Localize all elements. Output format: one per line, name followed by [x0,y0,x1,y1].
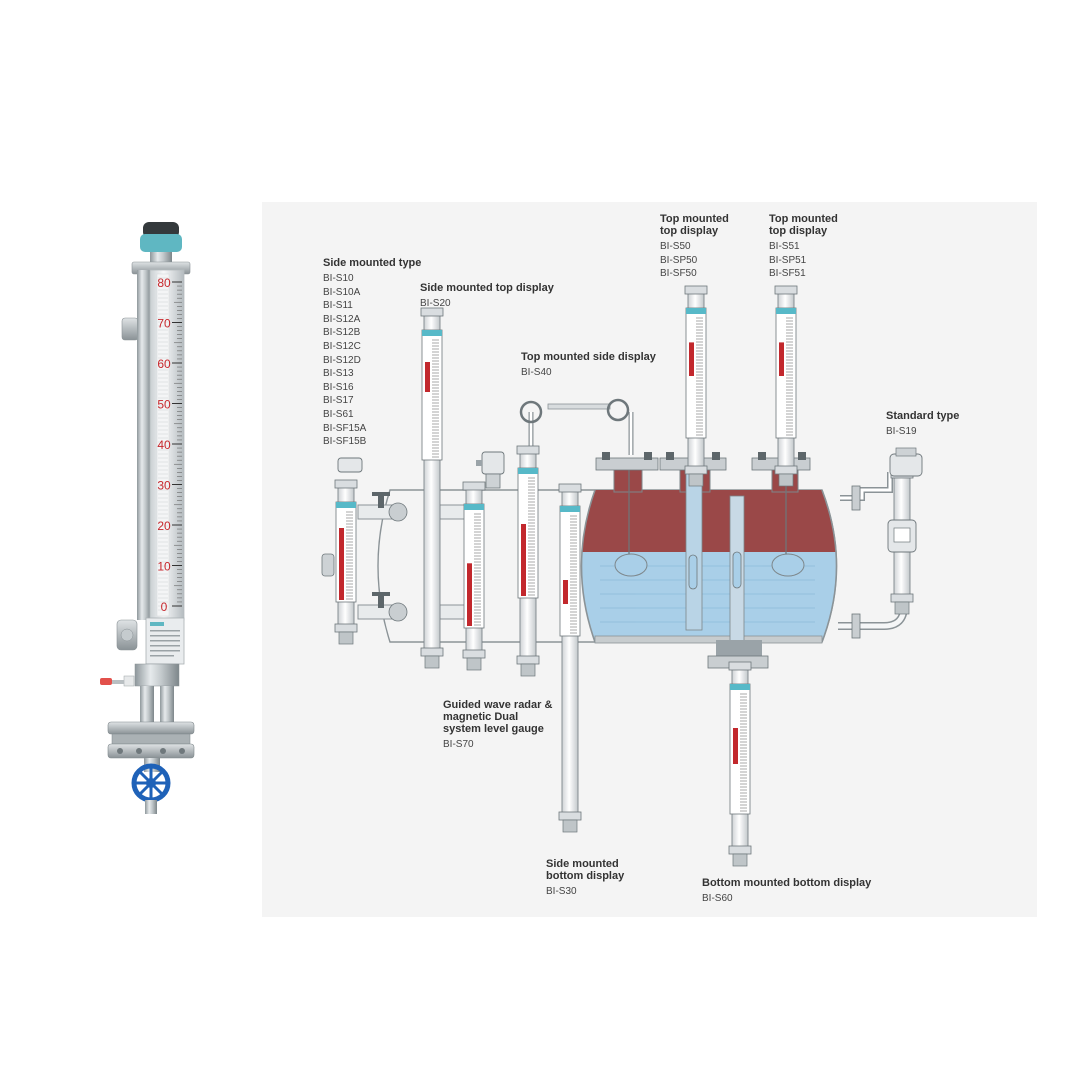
scale-tick-label: 30 [157,479,171,493]
guide-tube [685,469,703,631]
label-title-line: Side mounted [546,858,619,870]
model-code: BI-S12D [323,354,361,366]
model-code: BI-SF50 [660,268,697,280]
label-title-line: Side mounted top display [420,282,554,294]
scale-tick-label: 20 [157,519,171,533]
scale-tick-label: 70 [157,317,171,331]
indicator-gauge [728,661,752,867]
model-code: BI-S19 [886,426,917,437]
indicator-gauge [516,445,540,677]
model-code: BI-SF15A [323,422,367,434]
label-title-line: system level gauge [443,723,544,735]
isolation-valves [372,492,390,608]
model-code: BI-S10A [323,286,361,298]
label-title-line: Top mounted [769,213,838,225]
label-title-line: Bottom mounted bottom display [702,877,872,889]
scale-tick-label: 50 [157,398,171,412]
scale-tick-label: 0 [161,600,168,614]
model-code: BI-S70 [443,739,474,750]
radar-transmitter-head [476,451,505,489]
model-code: BI-S50 [660,241,691,252]
model-code: BI-SP51 [769,254,807,266]
model-code: BI-S30 [546,886,577,897]
model-code: BI-S40 [521,367,552,378]
model-code: BI-SF15B [323,436,367,448]
indicator-flaps [156,273,170,617]
model-code: BI-SP50 [660,254,698,266]
model-code: BI-S17 [323,395,354,407]
gauge-cap-band [140,234,182,252]
label-title-line: Top mounted [660,213,729,225]
scale-tick-label: 10 [157,560,171,574]
label-title-line: bottom display [546,870,625,882]
model-code: BI-S20 [420,298,451,309]
scale-tick-label: 60 [157,357,171,371]
model-code: BI-S10 [323,273,354,284]
label-title-line: top display [769,225,828,237]
vessel-cutaway [581,490,837,642]
standard-transmitter-head [887,447,923,553]
indicator-gauge [684,285,708,487]
scale-tick-label: 40 [157,438,171,452]
label-title-line: Standard type [886,410,960,422]
model-code: BI-S60 [702,893,733,904]
model-code: BI-S16 [323,381,354,393]
indicator-gauge [334,479,358,645]
label-title-line: top display [660,225,719,237]
model-code: BI-S11 [323,300,353,312]
model-code: BI-S51 [769,241,800,252]
label-title-line: magnetic Dual [443,711,519,723]
float-left [614,553,648,577]
model-code: BI-S61 [323,408,354,420]
scale-tick-label: 80 [157,276,171,290]
model-code: BI-S12C [323,340,361,352]
indicator-gauge [774,285,798,487]
label-title-line: Top mounted side display [521,351,656,363]
chamber-tube [137,270,151,620]
model-code: BI-SF51 [769,268,806,280]
model-code: BI-S13 [323,368,354,380]
model-code: BI-S12A [323,313,361,325]
indicator-gauge [420,307,444,669]
model-code: BI-S12B [323,327,361,339]
drain-handle [100,678,112,685]
label-title-line: Side mounted type [323,257,422,269]
indicator-gauge [558,483,582,833]
indicator-gauge [462,481,486,671]
label-title-line: Guided wave radar & [443,699,553,711]
float-right [771,553,805,577]
